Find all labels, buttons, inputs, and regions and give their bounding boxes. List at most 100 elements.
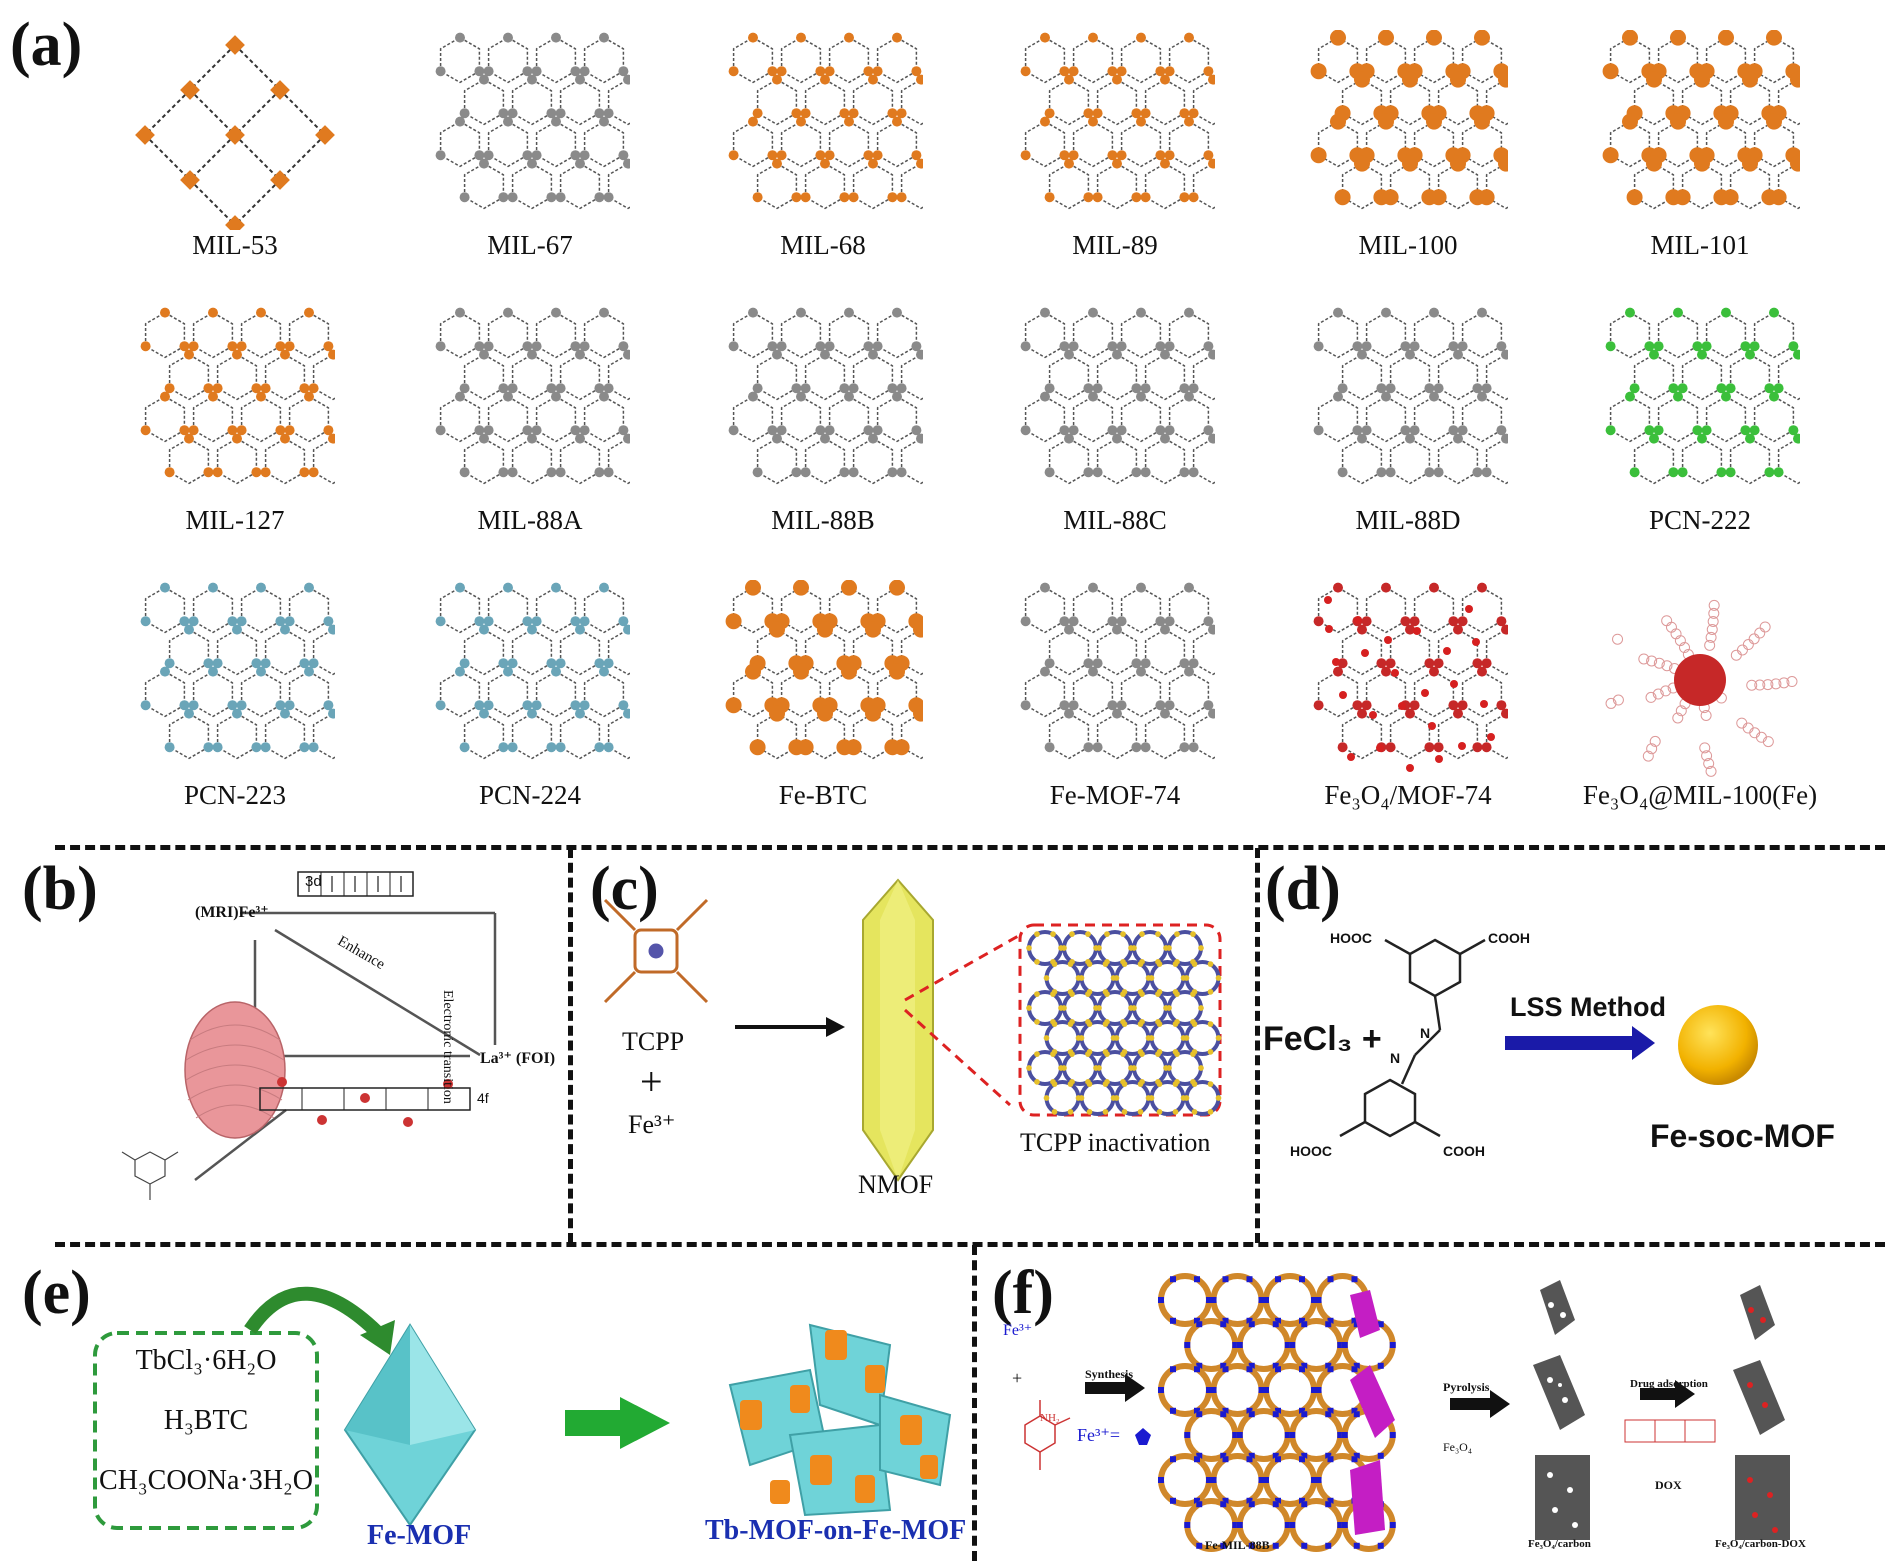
reagent-ch3coona: CH₃COONa·3H₂O <box>99 1465 313 1496</box>
amino-terephthalate-ligand <box>1024 1400 1071 1470</box>
structure-image <box>1313 307 1508 485</box>
separator-vertical-bc <box>568 848 573 1243</box>
tb-on-fe-cluster <box>728 1323 952 1517</box>
structure-image <box>1313 582 1508 772</box>
structure-image <box>1020 32 1215 210</box>
structure-label: MIL-89 <box>1072 230 1158 260</box>
structure-label: MIL-88A <box>477 505 583 535</box>
fe-mof-octahedron <box>343 1323 477 1527</box>
synthesis-label: Synthesis <box>1085 1367 1134 1381</box>
orbital-3d-boxes <box>297 871 414 897</box>
panel-a-letter: (a) <box>10 11 83 79</box>
structure-image <box>135 35 335 230</box>
structure-cell: MIL-88D <box>1268 305 1528 550</box>
structure-image <box>1602 30 1800 210</box>
panel-b-letter: (b) <box>22 855 98 923</box>
structure-image <box>725 580 923 760</box>
structure-image <box>1605 599 1798 777</box>
plus-sign: + <box>640 1059 663 1104</box>
tcpp-inactivation-label: TCPP inactivation <box>1020 1128 1211 1157</box>
structure-image <box>728 32 923 210</box>
panel-f-letter: (f) <box>992 1259 1054 1327</box>
structure-image <box>1605 307 1800 485</box>
dox-label: DOX <box>1655 1478 1682 1492</box>
panel-e-diagram <box>93 1286 952 1530</box>
structure-cell: MIL-100 <box>1268 30 1528 275</box>
structure-label: MIL-88D <box>1355 505 1461 535</box>
lss-method-label: LSS Method <box>1510 992 1666 1022</box>
reagent-tbcl3: TbCl₃·6H₂O <box>135 1345 277 1376</box>
tcpp-label: TCPP <box>622 1027 685 1056</box>
structure-image <box>140 307 335 485</box>
structure-cell: MIL-53 <box>95 30 355 275</box>
panel-d-letter: (d) <box>1265 855 1341 923</box>
structure-cell: MIL-88B <box>683 305 943 550</box>
nmof-label: NMOF <box>858 1170 934 1199</box>
structure-cell: MIL-89 <box>975 30 1235 275</box>
tcpp-molecule <box>603 898 709 1004</box>
reagent-h3btc: H₃BTC <box>163 1405 249 1436</box>
structure-label: MIL-88B <box>771 505 875 535</box>
hooc-top-label: HOOC <box>1330 930 1372 946</box>
azobenzene-tetracarboxylate <box>1339 938 1486 1138</box>
structure-cell: PCN-222 <box>1560 305 1820 550</box>
structure-cell: MIL-88A <box>390 305 650 550</box>
hooc-bottom-label: HOOC <box>1290 1143 1332 1159</box>
structure-cell: Fe-MOF-74 <box>975 580 1235 825</box>
magenta-crystals <box>1350 1290 1395 1535</box>
structure-label: MIL-101 <box>1650 230 1750 260</box>
structure-label: MIL-100 <box>1358 230 1458 260</box>
structure-label: MIL-53 <box>192 230 278 260</box>
structure-label: Fe-MOF-74 <box>1049 780 1181 810</box>
nmof-crystal <box>862 878 934 1182</box>
fe3-label: Fe³⁺ <box>628 1110 676 1139</box>
panel-c-diagram <box>603 878 1222 1182</box>
structure-label: PCN-224 <box>478 780 581 810</box>
drug-adsorption-label: Drug adsorption <box>1630 1378 1708 1390</box>
panel-d-diagram <box>1339 938 1758 1138</box>
structure-cell: MIL-88C <box>975 305 1235 550</box>
cooh-bottom-label: COOH <box>1443 1143 1485 1159</box>
structure-image <box>1020 582 1215 760</box>
structure-image <box>1020 307 1215 485</box>
structure-cell: MIL-127 <box>95 305 355 550</box>
structure-label: PCN-222 <box>1648 505 1751 535</box>
structure-label: Fe-BTC <box>778 780 868 810</box>
structure-cell: PCN-223 <box>95 580 355 825</box>
azo-n-bottom: N <box>1390 1050 1401 1066</box>
orbital-3d-label: 3d <box>305 873 322 890</box>
f-fe3-label: Fe³⁺ <box>1003 1322 1033 1339</box>
structure-cell: MIL-68 <box>683 30 943 275</box>
pyrolysis-label: Pyrolysis <box>1443 1380 1490 1394</box>
structure-cell: MIL-101 <box>1560 30 1820 275</box>
separator-vertical-cd <box>1255 848 1260 1243</box>
structure-image <box>435 32 630 210</box>
structure-label: MIL-67 <box>487 230 573 260</box>
fe-mil-88b-label: Fe-MIL-88B <box>1205 1538 1270 1552</box>
separator-horizontal-bottom <box>55 1242 1885 1247</box>
structure-cell: Fe₃O₄/MOF-74 <box>1268 580 1528 825</box>
panel-e-letter: (e) <box>22 1259 91 1327</box>
tb-mof-on-fe-mof-label: Tb-MOF-on-Fe-MOF <box>705 1515 967 1546</box>
fe-mof-label: Fe-MOF <box>367 1520 472 1551</box>
structure-cell: MIL-67 <box>390 30 650 275</box>
azo-n-top: N <box>1420 1025 1431 1041</box>
electronic-transition-label: Electronic transition <box>440 990 455 1104</box>
f-plus-label: + <box>1012 1368 1023 1388</box>
fe-mil-88b-framework <box>1158 1273 1396 1552</box>
mri-fe-label: (MRI)Fe³⁺ <box>195 904 269 921</box>
fecl3-label: FeCl₃ + <box>1263 1020 1382 1058</box>
structure-label: MIL-127 <box>185 505 285 535</box>
structure-label: Fe₃O₄/MOF-74 <box>1324 780 1492 810</box>
structure-cell: Fe₃O₄@MIL-100(Fe) <box>1560 580 1820 825</box>
tcpp-framework <box>1026 930 1222 1116</box>
nh2-label: NH₂ <box>1040 1412 1060 1424</box>
panel-b-diagram <box>121 871 497 1200</box>
fe3o4-label: Fe₃O₄ <box>1443 1440 1473 1454</box>
structure-cell: Fe-BTC <box>683 580 943 825</box>
fe3-eq-label: Fe³⁺= <box>1077 1425 1121 1445</box>
structure-label: MIL-68 <box>780 230 866 260</box>
orbital-4f-label: 4f <box>477 1090 489 1106</box>
structure-image <box>435 307 630 485</box>
structure-label: Fe₃O₄@MIL-100(Fe) <box>1582 780 1818 810</box>
